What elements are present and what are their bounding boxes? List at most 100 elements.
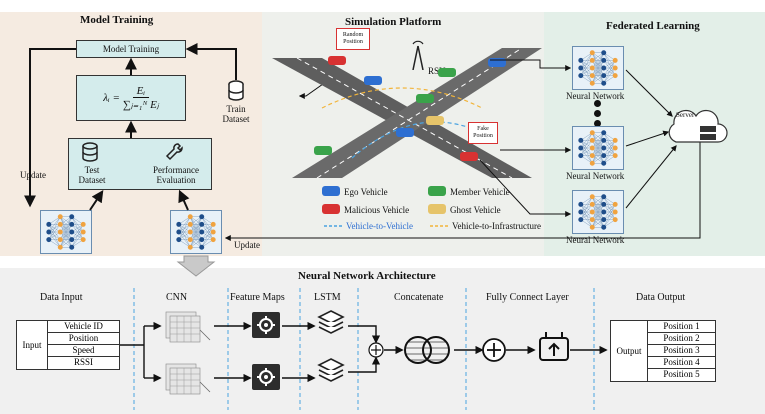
malicious-car [328, 56, 346, 65]
train-database-icon [228, 80, 244, 101]
section-feature-maps: Feature Maps [230, 292, 285, 303]
nn-node [612, 153, 618, 159]
nn-node [80, 229, 86, 235]
simulation-title: Simulation Platform [345, 16, 442, 28]
local-nn-left [40, 210, 92, 254]
lstm-bottom-icon [317, 358, 345, 382]
nn-node [601, 209, 607, 215]
lambda-formula-box: λᵢ = Eᵢ ∑ⱼ₌₁ᴺ Eⱼ [76, 75, 186, 121]
output-row: Position 3 [648, 345, 715, 357]
update-right-label: Update [234, 240, 260, 250]
output-row: Position 1 [648, 321, 715, 333]
ellipsis-dots [594, 100, 602, 127]
nn-node [187, 221, 193, 227]
nn-node [578, 153, 584, 159]
output-rows: Position 1 Position 2 Position 3 Positio… [648, 321, 715, 381]
formula-denominator: ∑ⱼ₌₁ᴺ Eⱼ [122, 99, 159, 111]
nn-node [57, 221, 63, 227]
server-label: Server [676, 111, 695, 119]
formula-lhs: λᵢ = [103, 92, 120, 104]
nn-node [199, 214, 205, 220]
cnn-grid-bottom-icon [165, 363, 211, 395]
merge-circles [404, 336, 450, 364]
fake-position-line2: Position [473, 133, 493, 139]
update-left-label: Update [20, 170, 46, 180]
nn-node [589, 50, 595, 56]
nn-node [176, 237, 182, 243]
nn-node [601, 65, 607, 71]
nn-node [601, 201, 607, 207]
legend-ghost-label: Ghost Vehicle [450, 205, 501, 215]
nn-node [589, 57, 595, 63]
nn-node [589, 80, 595, 86]
input-row: Speed [48, 345, 119, 357]
nn-node [57, 237, 63, 243]
nn-node [69, 214, 75, 220]
section-concatenate: Concatenate [394, 292, 444, 303]
output-row: Position 4 [648, 357, 715, 369]
member-car [314, 146, 332, 155]
nn-node [601, 153, 607, 159]
nn-node [601, 73, 607, 79]
nn-node [210, 221, 216, 227]
nn-node [69, 221, 75, 227]
feature-map-bottom-icon [252, 364, 280, 390]
train-label-line1: Train [226, 104, 246, 114]
fed-nn-middle [572, 126, 624, 170]
nn-node [601, 145, 607, 151]
section-data-input: Data Input [40, 292, 83, 303]
nn-node [601, 160, 607, 166]
member-car [438, 68, 456, 77]
ghost-car [426, 116, 444, 125]
nn-node [187, 237, 193, 243]
malicious-car [460, 152, 478, 161]
formula-numerator: Eᵢ [132, 85, 150, 98]
federated-title: Federated Learning [606, 20, 700, 32]
nn-node [612, 137, 618, 143]
nn-node [578, 73, 584, 79]
nn-node [46, 237, 52, 243]
input-row: Position [48, 333, 119, 345]
nn-node [187, 214, 193, 220]
model-training-title: Model Training [80, 14, 154, 26]
nn-node [176, 229, 182, 235]
legend-v2i-arrow [430, 225, 448, 227]
output-row: Position 2 [648, 333, 715, 345]
nn-node [589, 65, 595, 71]
nn-node [612, 217, 618, 223]
nn-node [601, 80, 607, 86]
architecture-title: Neural Network Architecture [298, 270, 436, 282]
nn-node [199, 229, 205, 235]
nn-node [199, 237, 205, 243]
performance-label: Performance Evaluation [145, 165, 207, 185]
nn-node [187, 244, 193, 250]
random-position-line2: Position [343, 39, 363, 45]
cnn-grid-top-icon [165, 311, 211, 343]
legend-member-label: Member Vehicle [450, 187, 510, 197]
nn-node [578, 65, 584, 71]
member-car [416, 94, 434, 103]
local-nn-right [170, 210, 222, 254]
nn-node [69, 244, 75, 250]
ego-car [396, 128, 414, 137]
nn-node [601, 50, 607, 56]
nn-node [589, 137, 595, 143]
fed-nn-top [572, 46, 624, 90]
model-training-box-label: Model Training [102, 44, 160, 54]
nn-node [57, 244, 63, 250]
nn-node [601, 57, 607, 63]
export-icon [539, 332, 569, 361]
nn-node [589, 224, 595, 230]
nn-node [210, 237, 216, 243]
fed-nn-bottom [572, 190, 624, 234]
feature-map-top-icon [252, 312, 280, 338]
test-dataset-label: Test Dataset [76, 165, 108, 185]
formula-fraction: Eᵢ ∑ⱼ₌₁ᴺ Eⱼ [123, 85, 159, 111]
input-row: RSSI [73, 357, 93, 367]
performance-line1: Performance [153, 165, 199, 175]
fed-nn-top-label: Neural Network [566, 91, 625, 101]
cloud-server-icon [668, 109, 728, 143]
